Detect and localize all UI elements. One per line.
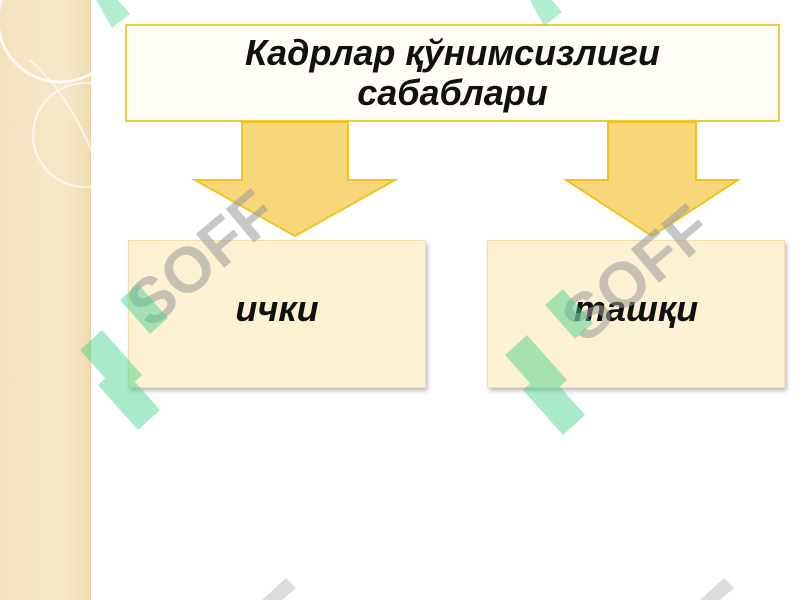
decorative-circles: [0, 0, 138, 188]
title-box: Кадрлар қўнимсизлиги сабаблари: [125, 24, 780, 122]
arrow-down-right: [562, 121, 742, 238]
diagram-title: Кадрлар қўнимсизлиги сабаблари: [245, 32, 660, 113]
arrow-down-left: [191, 121, 399, 238]
watermark-fragments-bottom: [262, 578, 734, 600]
node-external-label: ташқи: [573, 288, 699, 329]
node-internal: ички: [128, 240, 426, 388]
node-internal-label: ички: [235, 288, 319, 329]
node-external: ташқи: [487, 240, 785, 388]
